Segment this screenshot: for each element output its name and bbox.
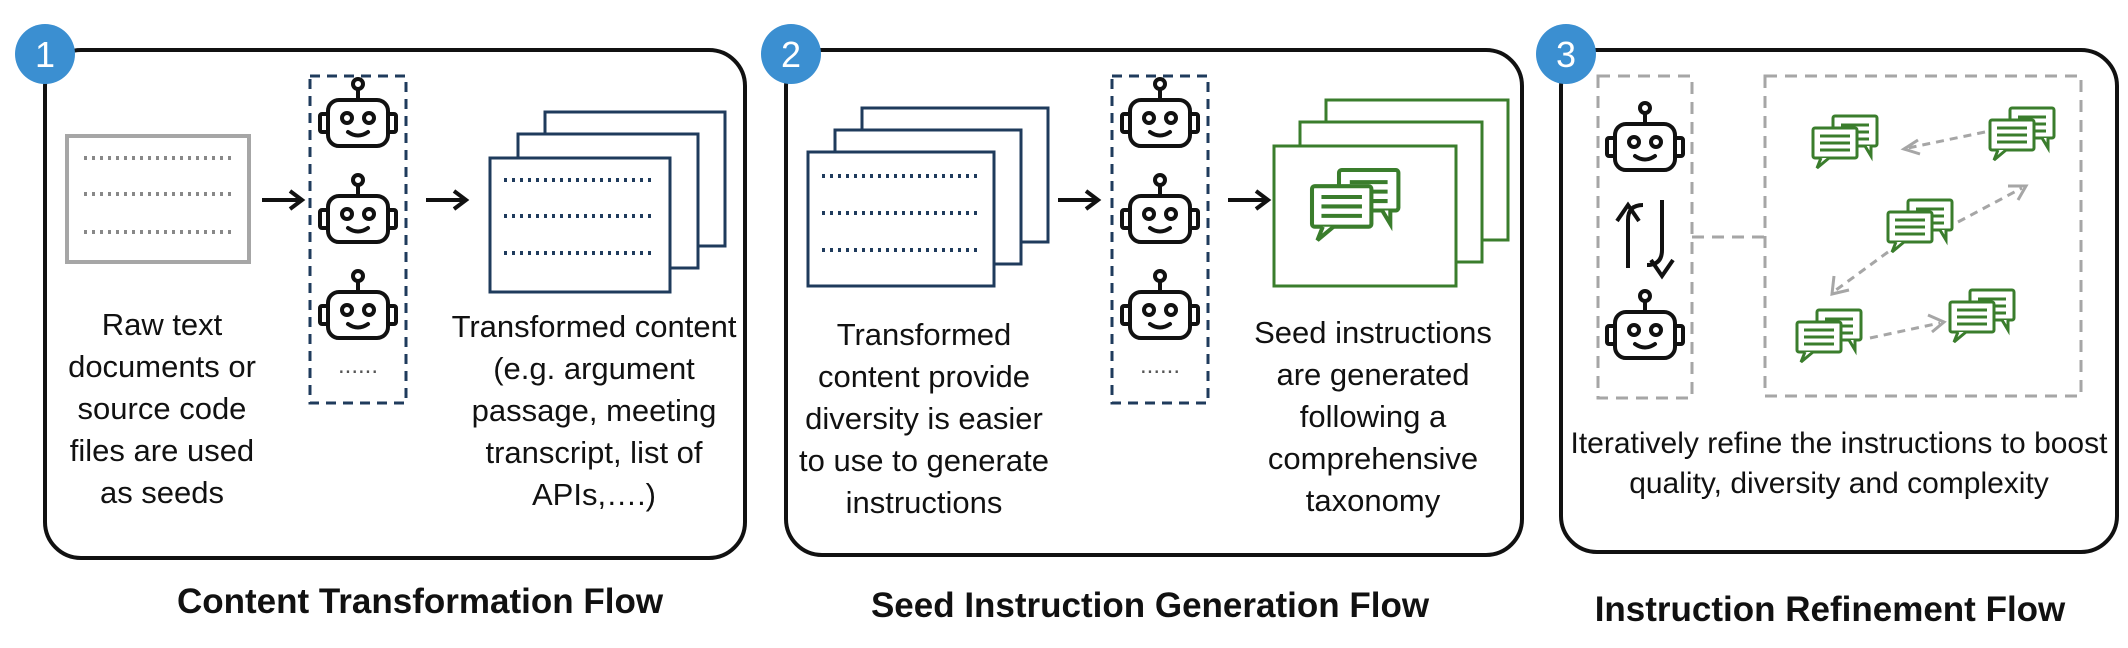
refinement-chats <box>1795 106 2056 364</box>
panel-1-title: Content Transformation Flow <box>176 582 664 621</box>
panel-2-ellipsis: ...... <box>1140 352 1180 379</box>
panel-1-frame <box>43 48 747 560</box>
panel-2-right-text: Seed instructions are generated followin… <box>1254 315 1492 518</box>
panel-3-frame <box>1559 48 2119 554</box>
panel-1-right-text: Transformed content (e.g. argument passa… <box>451 309 737 512</box>
panel-2-agents-box <box>1110 74 1210 405</box>
panel-2-frame <box>784 48 1524 557</box>
exchange-arrows-icon <box>1615 200 1675 280</box>
refinement-area <box>1763 74 2083 398</box>
panel-3-title: Instruction Refinement Flow <box>1594 590 2066 629</box>
transformed-documents-icon <box>488 110 727 294</box>
panel-1-badge: 1 <box>15 24 75 84</box>
arrow-icon <box>260 189 304 211</box>
arrow-icon <box>1056 189 1100 211</box>
chat-icon <box>1948 288 2016 344</box>
arrow-icon <box>1226 189 1270 211</box>
chat-icon <box>1795 308 1863 364</box>
robot-icon <box>1120 77 1200 148</box>
transformed-documents-icon <box>806 106 1050 288</box>
panel-1-agents-box <box>308 74 408 405</box>
robot-icon <box>318 269 398 340</box>
seed-instructions-icon <box>1272 98 1510 288</box>
panel-3-number: 3 <box>1556 34 1576 75</box>
panel-3-badge: 3 <box>1536 24 1596 84</box>
panel-2-badge: 2 <box>761 24 821 84</box>
robot-icon <box>1605 289 1685 360</box>
robot-icon <box>1605 101 1685 172</box>
panel-2-number: 2 <box>781 34 801 75</box>
panel-1-ellipsis: ...... <box>338 352 378 379</box>
chat-icon <box>1811 114 1879 170</box>
robot-icon <box>1120 269 1200 340</box>
panel-2-title: Seed Instruction Generation Flow <box>870 586 1430 625</box>
arrow-icon <box>424 189 468 211</box>
robot-icon <box>318 77 398 148</box>
panel-2-left-text: Transformed content provide diversity is… <box>799 317 1049 520</box>
panel-3-agents-box <box>1596 74 1694 400</box>
raw-document-icon <box>65 134 251 264</box>
robot-icon <box>318 173 398 244</box>
robot-icon <box>1120 173 1200 244</box>
chat-icon <box>1988 106 2056 162</box>
panel-1-left-text: Raw text documents or source code files … <box>68 307 256 510</box>
chat-icon <box>1886 198 1954 254</box>
panel-3-bottom-text: Iteratively refine the instructions to b… <box>1570 427 2108 500</box>
panel-1-number: 1 <box>35 34 55 75</box>
